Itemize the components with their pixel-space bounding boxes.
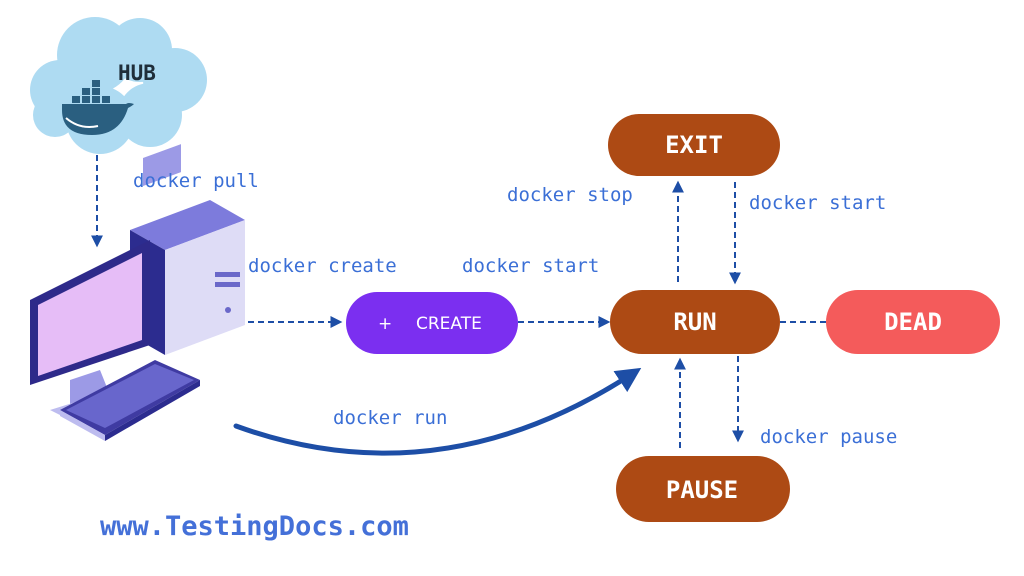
hub-label: HUB — [118, 61, 156, 85]
docker-pull-label: docker pull — [133, 170, 259, 192]
website-label: www.TestingDocs.com — [100, 511, 409, 542]
arrows — [91, 155, 869, 456]
docker-run-label: docker run — [333, 407, 447, 429]
exit-state-label: EXIT — [665, 131, 723, 159]
exit-state: EXIT — [608, 114, 780, 176]
run-arrow — [233, 367, 642, 456]
dead-state-label: DEAD — [884, 308, 942, 336]
docker-start-label: docker start — [462, 255, 599, 277]
pause-state: PAUSE — [616, 456, 790, 522]
docker-hub-cloud: HUB — [30, 17, 207, 154]
create-state: + CREATE — [346, 292, 518, 354]
docker-stop-label: docker stop — [507, 184, 633, 206]
docker-start-exit-label: docker start — [749, 192, 886, 214]
create-state-label: CREATE — [416, 314, 482, 334]
dead-state: DEAD — [826, 290, 1000, 354]
computer-icon — [30, 144, 245, 441]
plus-icon: + — [378, 314, 392, 334]
docker-pause-label: docker pause — [760, 426, 897, 448]
docker-whale-icon — [62, 80, 134, 135]
run-state: RUN — [610, 290, 780, 354]
pause-state-label: PAUSE — [666, 476, 738, 504]
docker-create-label: docker create — [248, 255, 397, 277]
run-state-label: RUN — [673, 308, 716, 336]
